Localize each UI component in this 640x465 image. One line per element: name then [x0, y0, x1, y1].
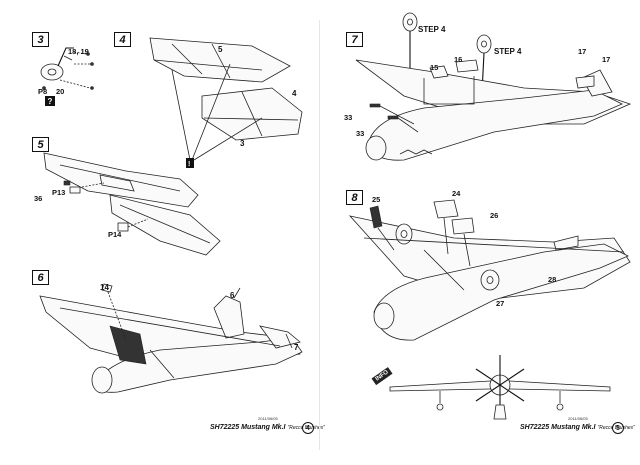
part-label: 24 [452, 189, 461, 198]
step-number: 5 [32, 137, 49, 152]
page-number: 4 [302, 422, 314, 434]
product-name: SH72225 Mustang Mk.I [520, 424, 596, 431]
question-icon: ? [45, 96, 55, 106]
part-label: 33 [356, 129, 365, 138]
part-label: 25 [372, 195, 381, 204]
part-label: 18, 19 [68, 47, 89, 56]
part-label: 7 [294, 343, 299, 352]
wing-underside-drawing [43, 152, 221, 256]
part-label: 17 [602, 55, 611, 64]
underside-assembly-drawing [348, 199, 631, 341]
part-label: 20 [56, 87, 65, 96]
part-label: 26 [490, 211, 499, 220]
step-reference-label: STEP 4 [494, 47, 522, 56]
part-label: 5 [218, 45, 223, 54]
part-label: 17 [578, 47, 587, 56]
step-number: 7 [346, 32, 363, 47]
step-6-panel: 6 14 6 7 [30, 268, 320, 418]
part-label: P13 [52, 188, 66, 197]
print-code: 2011/06/05 [568, 416, 588, 421]
part-label: 14 [100, 283, 109, 292]
left-page: 3 18, 19 20 P8 ? 4 [30, 30, 325, 434]
part-label: P14 [108, 230, 122, 239]
front-view-drawing [389, 355, 611, 420]
step-3-panel: 3 18, 19 20 P8 ? [30, 30, 110, 106]
landing-gear-wheel-drawing [40, 47, 94, 90]
step-4-panel: 4 ! 5 4 3 [112, 30, 312, 180]
product-name: SH72225 Mustang Mk.I [210, 424, 286, 431]
step-number: 4 [114, 32, 131, 47]
part-label: 36 [34, 194, 43, 203]
print-code: 2011/06/05 [258, 416, 278, 421]
part-label: 28 [548, 275, 557, 284]
fuselage-cockpit-drawing [355, 12, 632, 161]
fold-line [319, 20, 320, 450]
step-7-panel: 7 [344, 12, 634, 182]
step-reference-label: STEP 4 [418, 25, 446, 34]
step-number: 6 [32, 270, 49, 285]
part-label: 27 [496, 299, 505, 308]
step-5-panel: 5 36 P13 P14 [30, 135, 230, 265]
part-label: 33 [344, 113, 353, 122]
step-8-panel: 8 25 24 26 [344, 190, 634, 360]
step-number: 8 [346, 190, 363, 205]
right-page: 7 [320, 0, 640, 465]
fuselage-wing-assembly-drawing [39, 283, 303, 394]
part-label: 16 [454, 55, 463, 64]
step-number: 3 [32, 32, 49, 47]
tail-and-wing-drawing: ! [149, 37, 303, 168]
part-label: P8 [38, 87, 48, 96]
part-label: 6 [230, 291, 235, 300]
part-label: 3 [240, 139, 245, 148]
part-label: 15 [430, 63, 439, 72]
part-label: 4 [292, 89, 297, 98]
page-number: 5 [612, 422, 624, 434]
svg-text:!: ! [188, 161, 190, 168]
